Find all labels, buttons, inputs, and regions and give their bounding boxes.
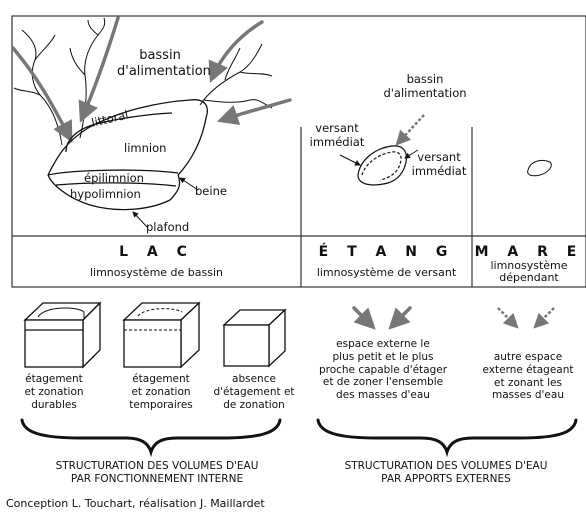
mare-subtitle: limnosystème dépendant bbox=[472, 259, 586, 285]
caption-externe-line2: PAR APPORTS EXTERNES bbox=[381, 472, 511, 485]
cube-temporaire-caption: étagement et zonation temporaires bbox=[111, 373, 211, 411]
etang-versant-left-label: versant immédiat bbox=[304, 121, 370, 149]
lac-tributaries bbox=[13, 17, 273, 146]
lac-beine-label: beine bbox=[195, 184, 227, 198]
etang-bassin-line2: d'alimentation bbox=[383, 86, 467, 101]
etang-bassin-line1: bassin bbox=[406, 72, 444, 86]
cube-absence-line3: de zonation bbox=[223, 398, 285, 411]
apport-arrows-left bbox=[352, 306, 412, 330]
cube-durable-line1: étagement bbox=[25, 373, 83, 385]
mare-pond bbox=[527, 159, 552, 177]
externe-left-line5: des masses d'eau bbox=[336, 389, 430, 402]
credit-line: Conception L. Touchart, réalisation J. M… bbox=[6, 497, 265, 510]
etang-versant-right-label: versant immédiat bbox=[406, 150, 472, 178]
etang-versant-right-line2: immédiat bbox=[411, 164, 467, 179]
etang-basin bbox=[357, 145, 407, 186]
lac-inflow-arrows bbox=[11, 16, 292, 143]
caption-externe: STRUCTURATION DES VOLUMES D'EAU PAR APPO… bbox=[306, 460, 586, 486]
externe-left-line4: et de zoner l'ensemble bbox=[322, 376, 444, 389]
externe-right-line1: autre espace bbox=[493, 351, 563, 363]
externe-right-line4: masses d'eau bbox=[492, 389, 564, 402]
etang-versant-left-line2: immédiat bbox=[309, 135, 365, 150]
etang-versant-left-line1: versant bbox=[315, 121, 359, 135]
cube-temporaire bbox=[122, 301, 201, 369]
externe-left-text: espace externe le plus petit et le plus … bbox=[314, 338, 452, 402]
lac-plafond-label: plafond bbox=[146, 220, 190, 234]
lac-bassin-line2: d'alimentation bbox=[117, 63, 211, 79]
cube-durable-line3: durables bbox=[31, 398, 77, 411]
brace-left bbox=[20, 418, 282, 458]
etang-subtitle: limnosystème de versant bbox=[316, 266, 457, 279]
lac-hypolimnion-label: hypolimnion bbox=[70, 187, 141, 201]
cube-durable-line2: et zonation bbox=[24, 385, 84, 398]
caption-interne: STRUCTURATION DES VOLUMES D'EAU PAR FONC… bbox=[12, 460, 302, 486]
externe-right-line3: et zonant les bbox=[494, 376, 562, 389]
etang-title: É T A N G bbox=[318, 244, 455, 260]
lac-subtitle: limnosystème de bassin bbox=[89, 266, 224, 279]
cube-temporaire-line1: étagement bbox=[132, 373, 190, 385]
lac-bassin-line1: bassin bbox=[139, 48, 181, 63]
cube-absence-line2: d'étagement et bbox=[213, 385, 295, 398]
cube-durable bbox=[23, 301, 102, 369]
externe-left-line3: proche capable d'étager bbox=[318, 363, 448, 376]
cube-absence-line1: absence bbox=[232, 373, 276, 385]
caption-externe-line1: STRUCTURATION DES VOLUMES D'EAU bbox=[344, 460, 548, 472]
etang-versant-right-line1: versant bbox=[417, 150, 461, 164]
etang-bassin-label: bassin d'alimentation bbox=[370, 72, 480, 100]
mare-title: M A R E bbox=[474, 244, 584, 260]
cube-durable-caption: étagement et zonation durables bbox=[4, 373, 104, 411]
externe-right-line2: externe étageant bbox=[482, 363, 574, 376]
externe-right-text: autre espace externe étageant et zonant … bbox=[474, 351, 582, 402]
etang-bassin-arrow bbox=[395, 114, 425, 146]
caption-interne-line2: PAR FONCTIONNEMENT INTERNE bbox=[70, 472, 244, 485]
lac-title: L A C bbox=[119, 244, 194, 260]
lac-bassin-label: bassin d'alimentation bbox=[117, 48, 211, 80]
lac-basin bbox=[47, 99, 208, 211]
cube-absence-caption: absence d'étagement et de zonation bbox=[206, 373, 302, 411]
externe-left-line1: espace externe le bbox=[336, 338, 430, 350]
etang-versant-pointers bbox=[339, 149, 419, 166]
cube-temporaire-line2: et zonation bbox=[131, 385, 191, 398]
apport-arrows-right bbox=[497, 307, 555, 329]
externe-left-line2: plus petit et le plus bbox=[332, 350, 434, 363]
caption-interne-line1: STRUCTURATION DES VOLUMES D'EAU bbox=[55, 460, 259, 472]
cube-temporaire-line3: temporaires bbox=[129, 398, 193, 411]
lac-limnion-label: limnion bbox=[124, 141, 167, 155]
frame bbox=[11, 15, 586, 288]
cube-absence bbox=[222, 308, 287, 368]
lac-epilimnion-label: épilimnion bbox=[84, 171, 144, 185]
mare-subtitle-line1: limnosystème bbox=[490, 259, 568, 272]
mare-subtitle-line2: dépendant bbox=[499, 271, 559, 285]
brace-right bbox=[316, 418, 578, 458]
lac-label-pointers bbox=[132, 177, 199, 229]
